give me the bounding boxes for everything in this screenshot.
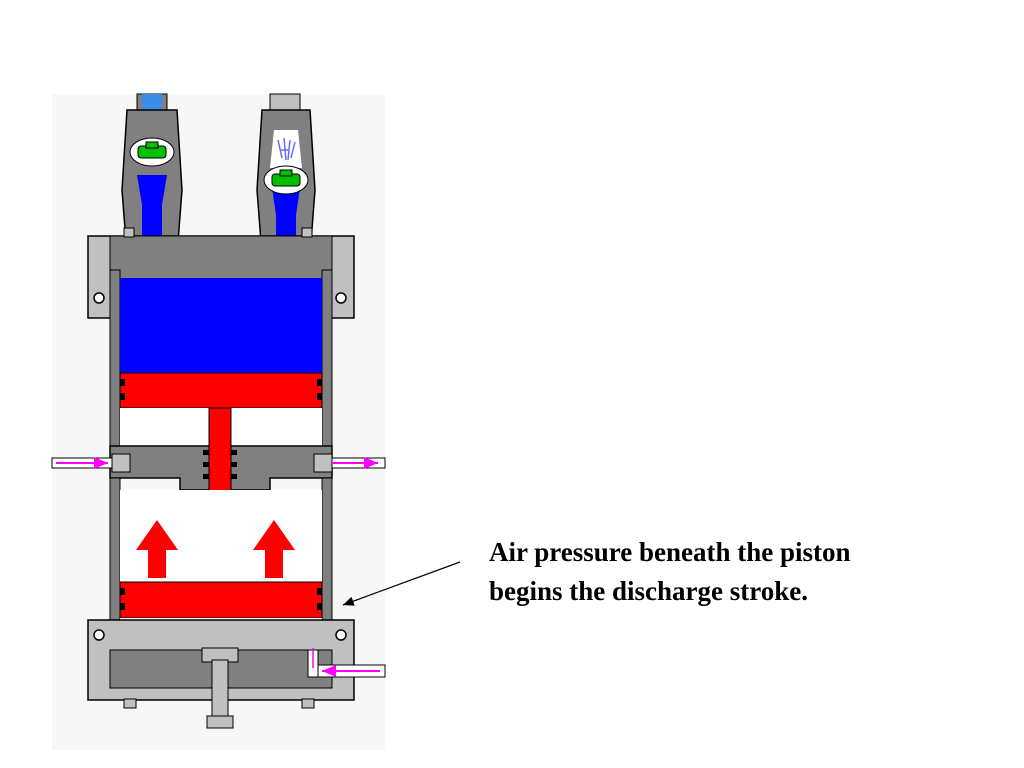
fluid-chamber — [120, 278, 322, 373]
lower-piston — [119, 581, 323, 619]
check-valve-discharge — [263, 165, 309, 195]
upper-piston — [119, 372, 323, 409]
check-valve-inlet — [129, 137, 175, 167]
air-inlet-port — [307, 648, 386, 678]
up-arrow-left — [136, 520, 178, 578]
up-arrow-right — [253, 520, 295, 578]
pointer-arrow — [342, 561, 461, 606]
upper-cylinder — [109, 269, 333, 461]
caption-text: Air pressure beneath the piston begins t… — [489, 537, 851, 606]
